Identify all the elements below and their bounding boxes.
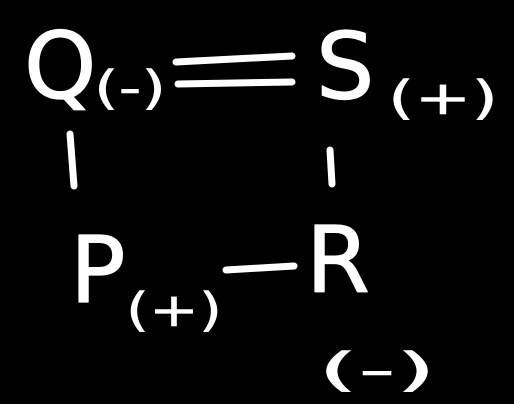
atom-r-charge: (-) bbox=[318, 343, 436, 397]
bond-q-p bbox=[66, 130, 78, 190]
atom-p-symbol: P bbox=[70, 217, 125, 324]
atom-q: Q (-) bbox=[23, 12, 166, 120]
atom-r-symbol: R bbox=[306, 207, 370, 314]
atom-p-charge: (+) bbox=[126, 283, 222, 337]
bond-q-s-line-2 bbox=[174, 78, 296, 88]
atom-q-charge: (-) bbox=[94, 61, 166, 115]
bond-q-s-double bbox=[172, 52, 296, 88]
bond-p-r bbox=[222, 262, 298, 274]
bond-q-s-line-1 bbox=[172, 52, 296, 66]
atom-r: R (-) bbox=[305, 206, 436, 397]
atom-q-symbol: Q bbox=[24, 13, 96, 120]
bond-s-r bbox=[326, 146, 336, 188]
atom-s-charge: (+) bbox=[388, 71, 498, 125]
atom-p: P (+) bbox=[69, 216, 222, 337]
atom-s: S (+) bbox=[315, 12, 498, 125]
atom-s-symbol: S bbox=[316, 13, 374, 120]
